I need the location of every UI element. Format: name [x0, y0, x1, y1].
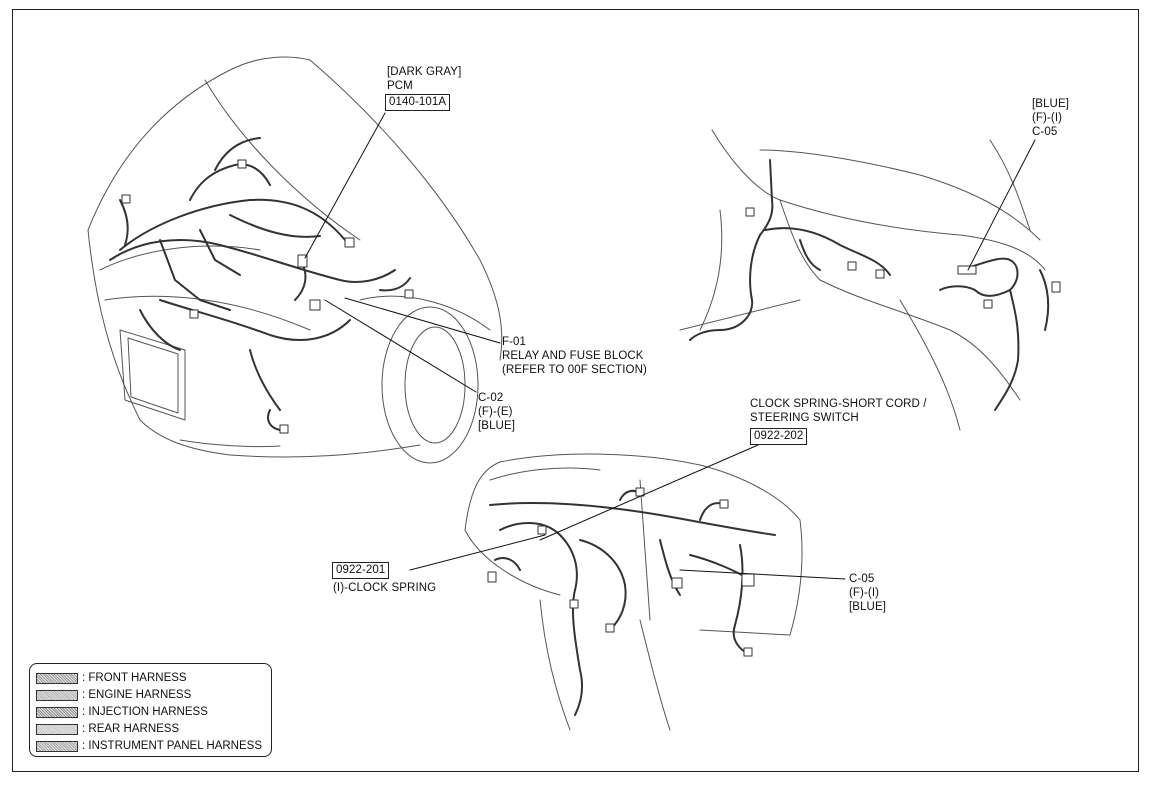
c05-top-code-label: C-05: [1032, 126, 1058, 138]
clock-spring-title-line1: CLOCK SPRING-SHORT CORD /: [750, 398, 927, 410]
harness-legend: : FRONT HARNESS : ENGINE HARNESS : INJEC…: [29, 663, 272, 757]
c05-top-color-label: [BLUE]: [1032, 98, 1070, 110]
clock-spring-code-box: 0922-202: [750, 428, 808, 445]
c02-code-label: C-02: [478, 392, 504, 404]
engine-connectors: [121, 159, 414, 434]
c02-fe-label: (F)-(E): [478, 406, 513, 418]
f01-name-label: RELAY AND FUSE BLOCK: [502, 350, 644, 362]
engine-harness: [109, 137, 411, 431]
instrument-panel-harness: [489, 489, 776, 716]
diagram-frame: [12, 9, 1139, 772]
clock-spring-connector-code-box: 0922-201: [332, 562, 390, 579]
pcm-color-label: [DARK GRAY]: [387, 66, 462, 78]
dashboard-outline: [679, 129, 1046, 431]
legend-swatch: [36, 724, 78, 735]
dashboard-harness: [689, 159, 1050, 411]
c02-color-label: [BLUE]: [478, 420, 516, 432]
f01-code-label: F-01: [502, 336, 527, 348]
legend-swatch: [36, 673, 78, 684]
instrument-panel-outline: [464, 453, 803, 731]
legend-swatch: [36, 741, 78, 752]
clock-spring-connector-name: (I)-CLOCK SPRING: [333, 582, 437, 594]
legend-swatch: [36, 707, 78, 718]
legend-label: : REAR HARNESS: [82, 723, 180, 735]
c05-top-fi-label: (F)-(I): [1032, 112, 1063, 124]
pcm-code-box: 0140-101A: [385, 94, 451, 111]
clock-spring-title-line2: STEERING SWITCH: [750, 412, 859, 424]
pcm-name-label: PCM: [387, 80, 413, 92]
c05-bottom-color-label: [BLUE]: [849, 601, 887, 613]
instrument-panel-connectors: [487, 487, 755, 657]
legend-swatch: [36, 690, 78, 701]
car-body-outline: [87, 56, 503, 464]
f01-ref-label: (REFER TO 00F SECTION): [502, 364, 647, 376]
legend-label: : INSTRUMENT PANEL HARNESS: [82, 740, 262, 752]
dashboard-connectors: [745, 207, 1061, 309]
c05-bottom-code-label: C-05: [849, 573, 875, 585]
legend-label: : ENGINE HARNESS: [82, 689, 192, 701]
leader-lines: [304, 112, 1036, 580]
c05-bottom-fi-label: (F)-(I): [849, 587, 880, 599]
legend-label: : INJECTION HARNESS: [82, 706, 208, 718]
legend-label: : FRONT HARNESS: [82, 672, 187, 684]
